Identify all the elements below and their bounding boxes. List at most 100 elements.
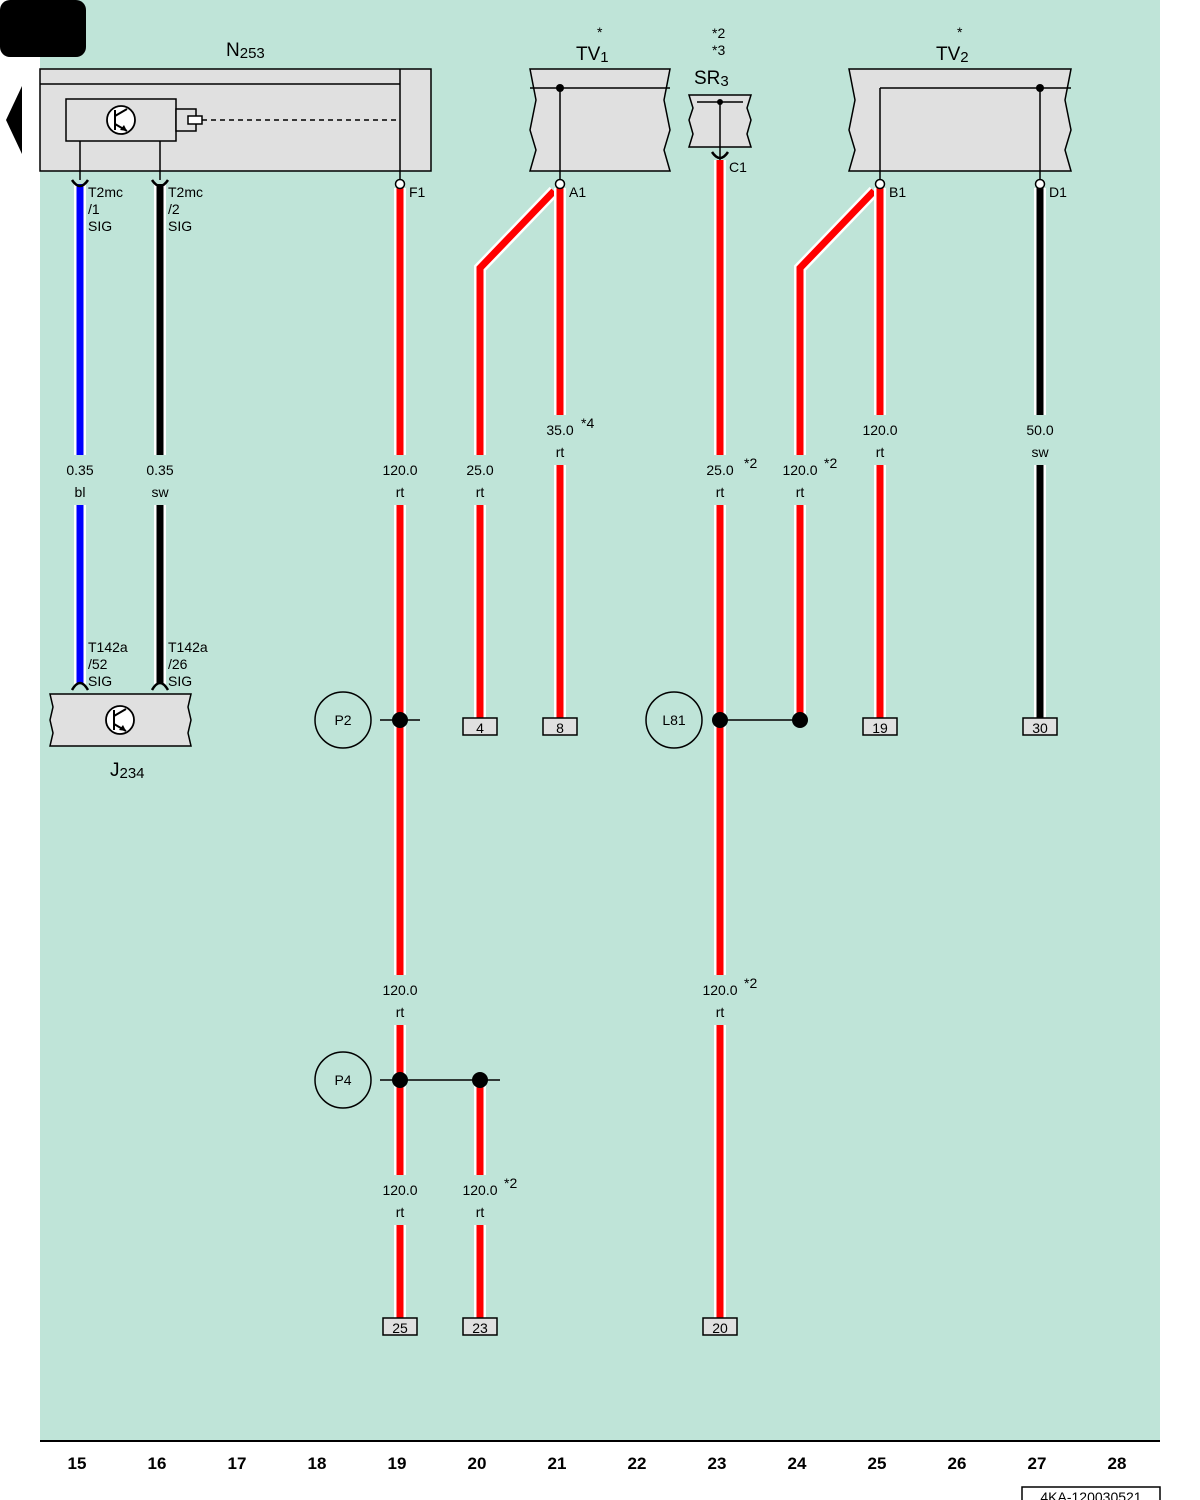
wire-20-color: rt	[476, 484, 485, 500]
node-p2[interactable]: P2	[314, 691, 420, 749]
transistor-icon-part	[119, 725, 126, 731]
terminal-label: 8	[556, 720, 564, 736]
wire-20b-color: rt	[476, 1204, 485, 1220]
pin-a1-label: A1	[569, 184, 586, 200]
terminal-box	[1022, 717, 1058, 736]
wire-19a-color: rt	[396, 484, 405, 500]
pin-c1-label: C1	[729, 159, 747, 175]
wire-23a-note: *2	[744, 455, 757, 471]
node-l81-junction	[792, 712, 808, 728]
node-p2-junction	[392, 712, 408, 728]
wire-20-size: 25.0	[466, 462, 493, 478]
node-p2-circle	[314, 691, 372, 749]
terminal-box	[702, 1317, 738, 1336]
terminal-25[interactable]: 25	[382, 1317, 418, 1336]
wire-20b-note: *2	[504, 1175, 517, 1191]
node-p4-label: P4	[334, 1072, 351, 1088]
pin-b1-dot	[874, 178, 886, 190]
node-p4-circle	[314, 1051, 372, 1109]
wire-20-group[interactable]	[474, 186, 559, 718]
column-number: 20	[468, 1454, 487, 1473]
sr3-note1: *2	[712, 25, 725, 41]
transistor-icon-part	[113, 708, 127, 717]
column-number: 25	[868, 1454, 887, 1473]
terminal-label: 25	[392, 1320, 408, 1336]
wire-19b-color: rt	[396, 1004, 405, 1020]
terminal-label: 4	[476, 720, 484, 736]
wire-24-group[interactable]	[794, 186, 879, 718]
wire-24-color: rt	[796, 484, 805, 500]
connector-cup-c1	[710, 151, 730, 160]
wire-24-note: *2	[824, 455, 837, 471]
column-number: 18	[308, 1454, 327, 1473]
wire-24-size: 120.0	[782, 462, 817, 478]
node-p4[interactable]: P4	[314, 1051, 500, 1109]
tv1-box	[529, 68, 671, 172]
wire-25-size: 120.0	[862, 422, 897, 438]
node-l81-circle	[645, 691, 703, 749]
node-p4-junction	[472, 1072, 488, 1088]
wire-19c-size: 120.0	[382, 1182, 417, 1198]
wire-21-size: 35.0	[546, 422, 573, 438]
terminal-box	[542, 717, 578, 736]
page-tab	[0, 0, 86, 57]
terminal-label: 23	[472, 1320, 488, 1336]
terminal-box	[462, 1317, 498, 1336]
terminal-label: 20	[712, 1320, 728, 1336]
component-tv2[interactable]: TV2 *	[848, 24, 1072, 180]
pin-f1-label: F1	[409, 184, 426, 200]
component-tv1[interactable]: TV1 *	[529, 24, 671, 180]
column-number: 23	[708, 1454, 727, 1473]
component-j234[interactable]: J234	[49, 693, 192, 782]
wire-15-size: 0.35	[66, 462, 93, 478]
connector-cup-t2mc-1	[70, 179, 90, 188]
column-number: 16	[148, 1454, 167, 1473]
terminal-20[interactable]: 20	[702, 1317, 738, 1336]
pin-a1-dot	[554, 178, 566, 190]
column-number: 19	[388, 1454, 407, 1473]
node-l81-label: L81	[662, 712, 686, 728]
transistor-icon-part	[114, 108, 128, 117]
column-number: 26	[948, 1454, 967, 1473]
tv1-star: *	[597, 24, 603, 40]
wire-23a-color: rt	[716, 484, 725, 500]
n253-label: N253	[226, 40, 265, 62]
terminal-box	[382, 1317, 418, 1336]
terminal-23[interactable]: 23	[462, 1317, 498, 1336]
sr3-label: SR3	[694, 68, 729, 90]
node-l81-junction	[712, 712, 728, 728]
wire-16-size: 0.35	[146, 462, 173, 478]
terminal-8[interactable]: 8	[542, 717, 578, 736]
j234-label: J234	[110, 760, 145, 782]
wire-25-color: rt	[876, 444, 885, 460]
wire-27-size: 50.0	[1026, 422, 1053, 438]
wire-23b-color: rt	[716, 1004, 725, 1020]
wire-21-color: rt	[556, 444, 565, 460]
column-number: 22	[628, 1454, 647, 1473]
terminal-4[interactable]: 4	[462, 717, 498, 736]
terminal-label: 30	[1032, 720, 1048, 736]
wire-15-color: bl	[75, 484, 86, 500]
column-number: 28	[1108, 1454, 1127, 1473]
pin-f1-dot	[394, 178, 406, 190]
terminal-30[interactable]: 30	[1022, 717, 1058, 736]
column-number: 15	[68, 1454, 87, 1473]
pin-d1-label: D1	[1049, 184, 1067, 200]
terminal-box	[862, 717, 898, 736]
previous-page-arrow-icon[interactable]	[6, 86, 22, 154]
tv2-star: *	[957, 24, 963, 40]
component-sr3[interactable]: SR3 *2 *3	[687, 25, 753, 160]
component-n253[interactable]: N253	[39, 40, 432, 180]
wire-19a-size: 120.0	[382, 462, 417, 478]
document-id-box	[1021, 1486, 1161, 1500]
node-l81[interactable]: L81	[645, 691, 808, 749]
diagram-background	[40, 0, 1160, 1440]
terminal-label: 19	[872, 720, 888, 736]
pin-d1-dot	[1034, 178, 1046, 190]
wire-16-color: sw	[151, 484, 169, 500]
terminal-19[interactable]: 19	[862, 717, 898, 736]
